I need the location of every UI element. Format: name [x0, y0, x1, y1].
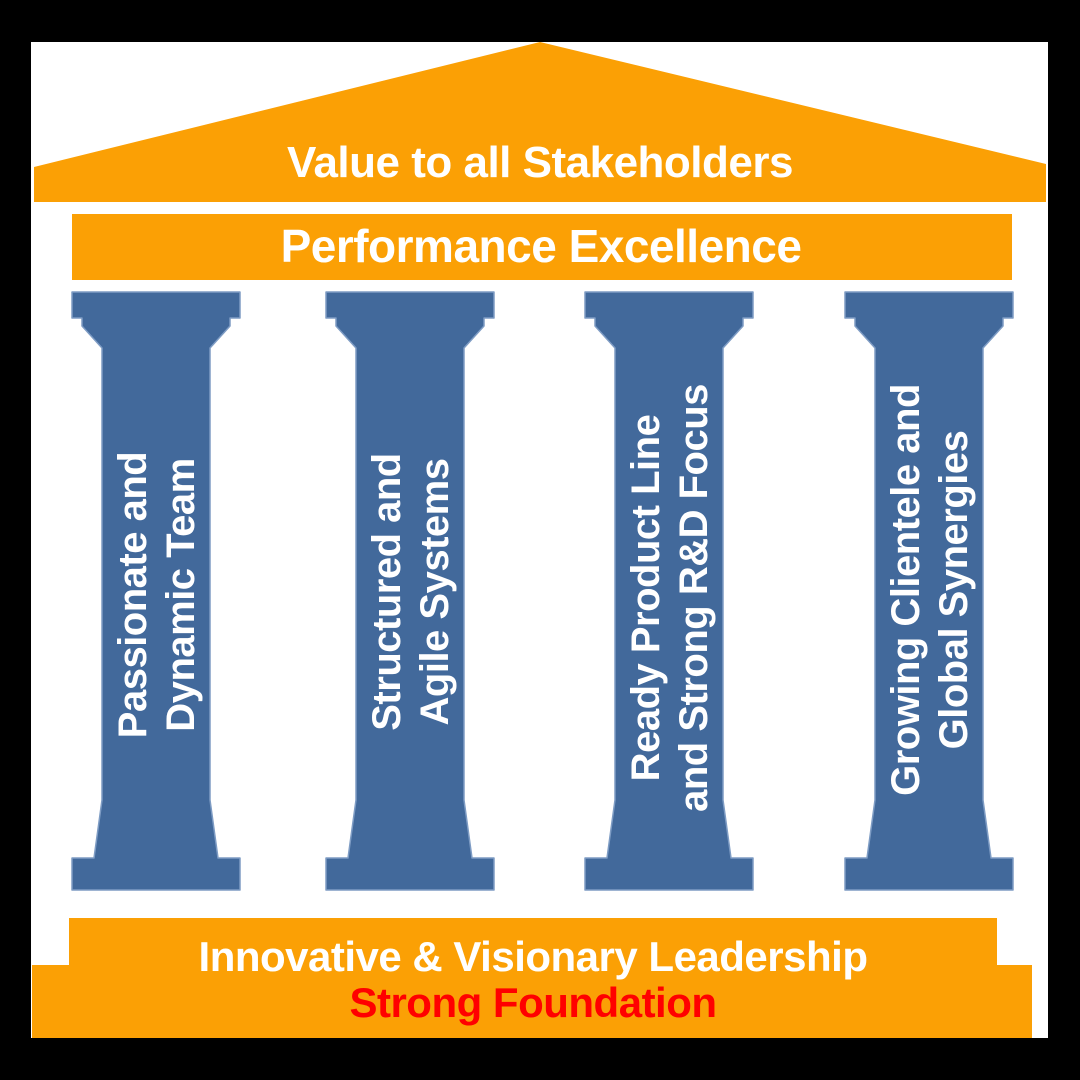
- pillar-4-label-line2: Global Synergies: [932, 430, 976, 750]
- pillar-3-label-line2: and Strong R&D Focus: [672, 384, 716, 812]
- pillar-1-label-line2: Dynamic Team: [159, 458, 203, 732]
- pillar-3-label: Ready Product Line and Strong R&D Focus: [622, 384, 718, 812]
- pillar-4-label: Growing Clientele and Global Synergies: [882, 384, 978, 796]
- pillar-1-label: Passionate and Dynamic Team: [109, 452, 205, 738]
- foundation-strong-label: Strong Foundation: [349, 979, 717, 1026]
- beam-title: Performance Excellence: [280, 220, 802, 272]
- pillar-4-shape: [844, 291, 1014, 891]
- pillar-2-shape: [325, 291, 495, 891]
- entablature-beam-shape: [72, 214, 1012, 280]
- pillar-3-label-line1: Ready Product Line: [624, 414, 668, 782]
- pillar-2-label: Structured and Agile Systems: [363, 453, 459, 730]
- pillar-2-label-line1: Structured and: [365, 453, 409, 731]
- roof-title: Value to all Stakeholders: [287, 138, 793, 187]
- roof-pediment-shape: [34, 42, 1046, 202]
- pillar-1-shape: [71, 291, 241, 891]
- pillar-3-shape: [584, 291, 754, 891]
- pillar-4-label-line1: Growing Clientele and: [884, 384, 928, 796]
- pillar-1-label-line1: Passionate and: [111, 451, 155, 739]
- pillar-2-label-line2: Agile Systems: [413, 458, 457, 726]
- foundation-slab-shape: [32, 918, 1032, 1038]
- foundation-leadership-label: Innovative & Visionary Leadership: [198, 933, 868, 980]
